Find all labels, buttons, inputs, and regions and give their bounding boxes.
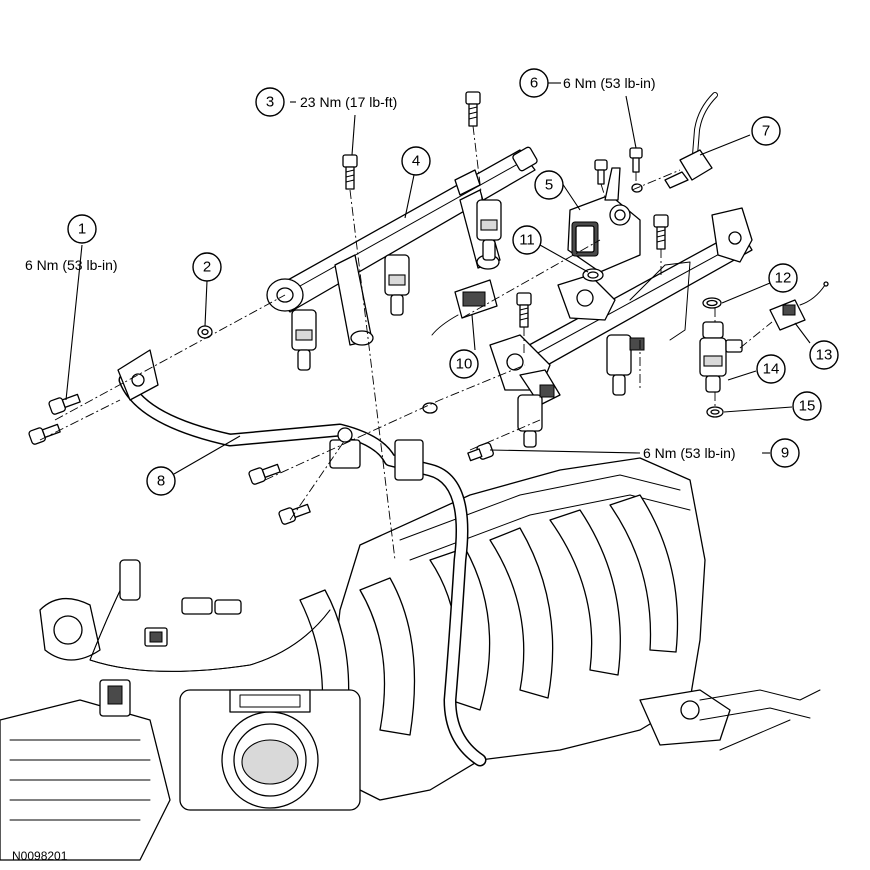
callout-number: 7	[762, 123, 770, 140]
left-rail-injectors	[291, 199, 502, 371]
bolts-item-9	[248, 442, 494, 525]
callout-number: 13	[816, 347, 833, 364]
electrical-connector-item-10	[431, 279, 498, 336]
torque-spec: 6 Nm (53 lb-in)	[563, 75, 656, 91]
callout-13: 13	[809, 340, 839, 370]
bolt	[342, 154, 358, 190]
fuel-injector-item-14	[699, 321, 743, 393]
callout-number: 12	[775, 270, 792, 287]
bolt	[516, 292, 532, 328]
callout-7: 7	[751, 116, 781, 146]
callout-4: 4	[401, 146, 431, 176]
callout-6: 6 6 Nm (53 lb-in)	[519, 68, 656, 98]
injector-left-1	[291, 309, 317, 371]
callout-8: 8	[146, 466, 176, 496]
callout-1: 1 6 Nm (53 lb-in)	[25, 214, 118, 273]
callout-number: 4	[412, 153, 420, 170]
injector-connector-item-13	[769, 281, 829, 331]
o-ring-item-12	[702, 297, 722, 309]
callout-12: 12	[768, 263, 798, 293]
bolt	[465, 91, 481, 127]
intake-manifold-assembly	[299, 457, 821, 801]
callout-number: 6	[530, 75, 538, 92]
callout-15: 15	[792, 391, 822, 421]
assembly-alignment-lines	[39, 125, 773, 561]
torque-spec: 6 Nm (53 lb-in)	[25, 257, 118, 273]
vacuum-hose	[89, 559, 331, 672]
injector-right-2	[606, 334, 645, 396]
o-ring-item-15	[706, 406, 724, 418]
bolts-item-6	[594, 147, 643, 185]
bolts-item-1	[28, 393, 81, 445]
throttle-body	[179, 689, 361, 811]
callout-9: 9 6 Nm (53 lb-in)	[643, 438, 800, 468]
callout-number: 9	[781, 445, 789, 462]
left-lifting-eye	[39, 598, 101, 661]
callout-10: 10	[449, 349, 479, 379]
callout-number: 1	[78, 221, 86, 238]
vacuum-line-item-7	[664, 92, 718, 189]
callout-3: 3 23 Nm (17 lb-ft)	[255, 87, 397, 117]
callout-number: 5	[545, 177, 553, 194]
fuel-supply-tube-item-8	[117, 349, 487, 767]
alternator	[0, 679, 171, 861]
callout-number: 3	[266, 94, 274, 111]
bolts-item-3	[342, 91, 669, 328]
callout-number: 8	[157, 473, 165, 490]
callout-number: 2	[203, 259, 211, 276]
bolt	[653, 214, 669, 250]
torque-spec: 6 Nm (53 lb-in)	[643, 445, 736, 461]
injector-left-3	[476, 199, 502, 261]
callout-2: 2	[192, 252, 222, 282]
injector-left-2	[384, 254, 410, 316]
callout-number: 14	[763, 361, 780, 378]
callout-number: 11	[519, 232, 535, 249]
fuel-rail-pressure-sensor-item-5	[567, 167, 641, 273]
fuel-rail-right	[489, 207, 753, 406]
torque-spec: 23 Nm (17 lb-ft)	[300, 94, 397, 110]
callout-leaders	[65, 82, 811, 475]
callout-number: 15	[799, 398, 816, 415]
figure-id-label: N0098201	[12, 849, 68, 863]
callout-14: 14	[756, 354, 786, 384]
callout-5: 5	[534, 170, 564, 200]
callout-11: 11	[512, 225, 542, 255]
callout-number: 10	[456, 356, 473, 373]
